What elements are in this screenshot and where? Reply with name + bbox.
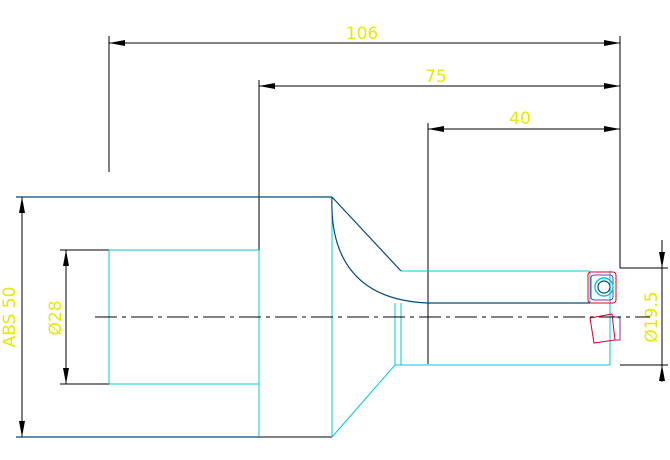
- upper-taper-edge: [331, 196, 402, 272]
- arrowhead-right-40: [604, 126, 620, 132]
- dimension-bore-diameter: Ø28: [46, 249, 109, 385]
- tip-marker-bottom-inner: [611, 315, 621, 341]
- dimension-label-106: 106: [346, 24, 378, 44]
- tip-hole-outer: [594, 277, 614, 297]
- part-profile: [16, 196, 590, 438]
- arrowhead-bottom-28: [63, 368, 69, 384]
- tip-detail: [587, 271, 621, 344]
- dimension-label-28: Ø28: [46, 300, 66, 335]
- dimension-label-19-5: Ø19.5: [642, 291, 662, 342]
- dimension-label-50: ABS 50: [0, 287, 20, 348]
- dimension-label-40: 40: [509, 109, 531, 129]
- dimension-inner-length: 40: [427, 109, 620, 364]
- arrowhead-right-106: [604, 40, 620, 46]
- tip-hole-inner: [597, 280, 611, 294]
- tip-marker-top: [587, 271, 617, 304]
- arrowhead-bottom-50: [19, 421, 25, 437]
- neck-curve: [331, 196, 429, 304]
- lower-taper-edge: [331, 364, 396, 438]
- arrowhead-left-106: [109, 40, 125, 46]
- dimension-mid-length: 75: [258, 67, 620, 250]
- arrowhead-right-75: [604, 83, 620, 89]
- arrowhead-bottom-19-5: [659, 365, 665, 381]
- arrowhead-top-19-5: [659, 252, 665, 268]
- arrowhead-left-75: [259, 83, 275, 89]
- dimension-overall-length: 106: [108, 24, 621, 268]
- dimension-label-75: 75: [425, 67, 447, 87]
- arrowhead-top-28: [63, 250, 69, 266]
- dimension-tip-diameter: Ø19.5: [620, 240, 668, 382]
- tip-marker-bottom: [589, 313, 616, 344]
- arrowhead-top-50: [19, 197, 25, 213]
- arrowhead-left-40: [428, 126, 444, 132]
